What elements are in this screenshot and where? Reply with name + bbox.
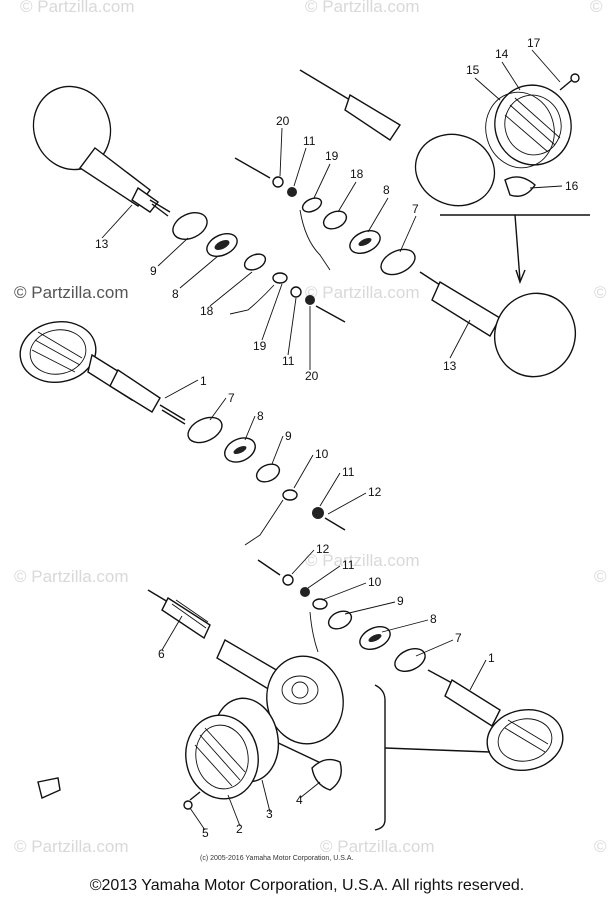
callout-18-top: 18 (350, 167, 364, 181)
callout-6: 6 (158, 647, 165, 661)
callout-8-top: 8 (383, 183, 390, 197)
callout-19-left: 19 (253, 339, 267, 353)
callout-19-top: 19 (325, 149, 339, 163)
watermark-mid-left: © Partzilla.com (14, 283, 129, 302)
callout-14: 14 (495, 47, 509, 61)
callout-10-mid: 10 (315, 447, 329, 461)
callout-12-mid: 12 (368, 485, 382, 499)
watermark-bottom-left: © Partzilla.com (14, 837, 129, 856)
callout-9-low: 9 (397, 594, 404, 608)
callout-9-mid: 9 (285, 429, 292, 443)
watermark-mid-center: © Partzilla.com (305, 283, 420, 302)
callout-3: 3 (266, 807, 273, 821)
callout-8-left: 8 (172, 287, 179, 301)
callout-11-mid: 11 (342, 465, 355, 479)
inner-copyright: (c) 2005-2016 Yamaha Motor Corporation, … (200, 855, 353, 862)
leader-lines (101, 49, 563, 831)
callout-11-top: 11 (303, 134, 316, 148)
callout-10-low: 10 (368, 575, 382, 589)
callout-20-top: 20 (276, 114, 290, 128)
callout-7-mid: 7 (228, 391, 235, 405)
callout-15: 15 (466, 63, 480, 77)
hardware-stack-top (234, 157, 441, 286)
watermark-top-left: © Partzilla.com (20, 0, 135, 16)
parts-diagram: © Partzilla.com © Partzilla.com © © Part… (14, 0, 607, 862)
flasher-assembly-low-left (37, 589, 344, 810)
callout-4: 4 (296, 793, 303, 807)
callout-1-mid: 1 (200, 374, 207, 388)
watermark-top-right: © (590, 0, 603, 16)
callout-12-low: 12 (316, 542, 330, 556)
callout-18-left: 18 (200, 304, 214, 318)
watermark-bottom-right: © (594, 837, 607, 856)
watermark-low-right: © (594, 567, 607, 586)
callout-17: 17 (527, 36, 541, 50)
callout-8-low: 8 (430, 612, 437, 626)
callout-7-low: 7 (455, 631, 462, 645)
callout-9-left: 9 (150, 264, 157, 278)
watermark-low-left: © Partzilla.com (14, 567, 129, 586)
watermark-mid-right: © (594, 283, 607, 302)
flasher-assembly-top-right (299, 69, 590, 284)
callout-8-mid: 8 (257, 409, 264, 423)
watermark-bottom-center: © Partzilla.com (320, 837, 435, 856)
callout-labels: 17 14 15 16 20 11 19 18 8 7 13 9 8 18 19… (95, 36, 579, 840)
callout-1-low: 1 (488, 651, 495, 665)
watermark-low-center: © Partzilla.com (305, 551, 420, 570)
flasher-assembly-mid-right (431, 280, 577, 378)
flasher-assembly-mid-left (19, 321, 346, 546)
callout-2: 2 (236, 822, 243, 836)
callout-13-left: 13 (95, 237, 109, 251)
watermark-layer: © Partzilla.com © Partzilla.com © © Part… (14, 0, 607, 856)
callout-11-left: 11 (282, 354, 295, 368)
callout-20-left: 20 (305, 369, 319, 383)
flasher-assembly-low-right (374, 678, 564, 831)
watermark-top-center: © Partzilla.com (305, 0, 420, 16)
callout-16: 16 (565, 179, 579, 193)
callout-11-low: 11 (342, 558, 355, 572)
callout-7-top: 7 (412, 202, 419, 216)
hardware-stack-low (257, 559, 453, 684)
callout-13-right: 13 (443, 359, 457, 373)
footer-copyright: ©2013 Yamaha Motor Corporation, U.S.A. A… (89, 877, 525, 894)
flasher-assembly-top-left (32, 85, 346, 323)
callout-5: 5 (202, 826, 209, 840)
